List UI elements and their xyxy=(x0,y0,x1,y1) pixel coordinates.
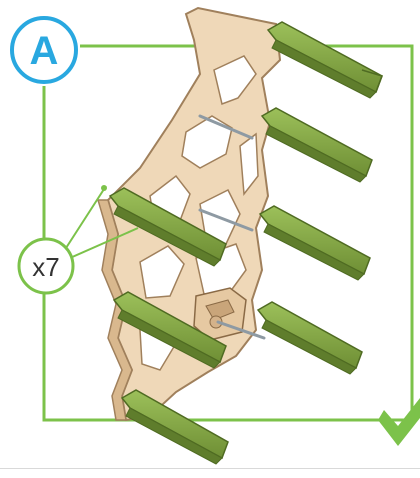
peg xyxy=(260,206,370,280)
peg xyxy=(262,108,372,182)
peg xyxy=(268,22,382,98)
peg xyxy=(122,390,228,464)
step-badge: A xyxy=(12,18,76,82)
step-label: A xyxy=(30,29,59,73)
quantity-callout: x7 xyxy=(19,239,73,293)
checkmark-icon xyxy=(378,398,420,446)
quantity-label: x7 xyxy=(32,252,59,282)
leader-dot xyxy=(101,185,107,191)
peg xyxy=(258,302,362,374)
bottom-divider xyxy=(0,468,420,469)
